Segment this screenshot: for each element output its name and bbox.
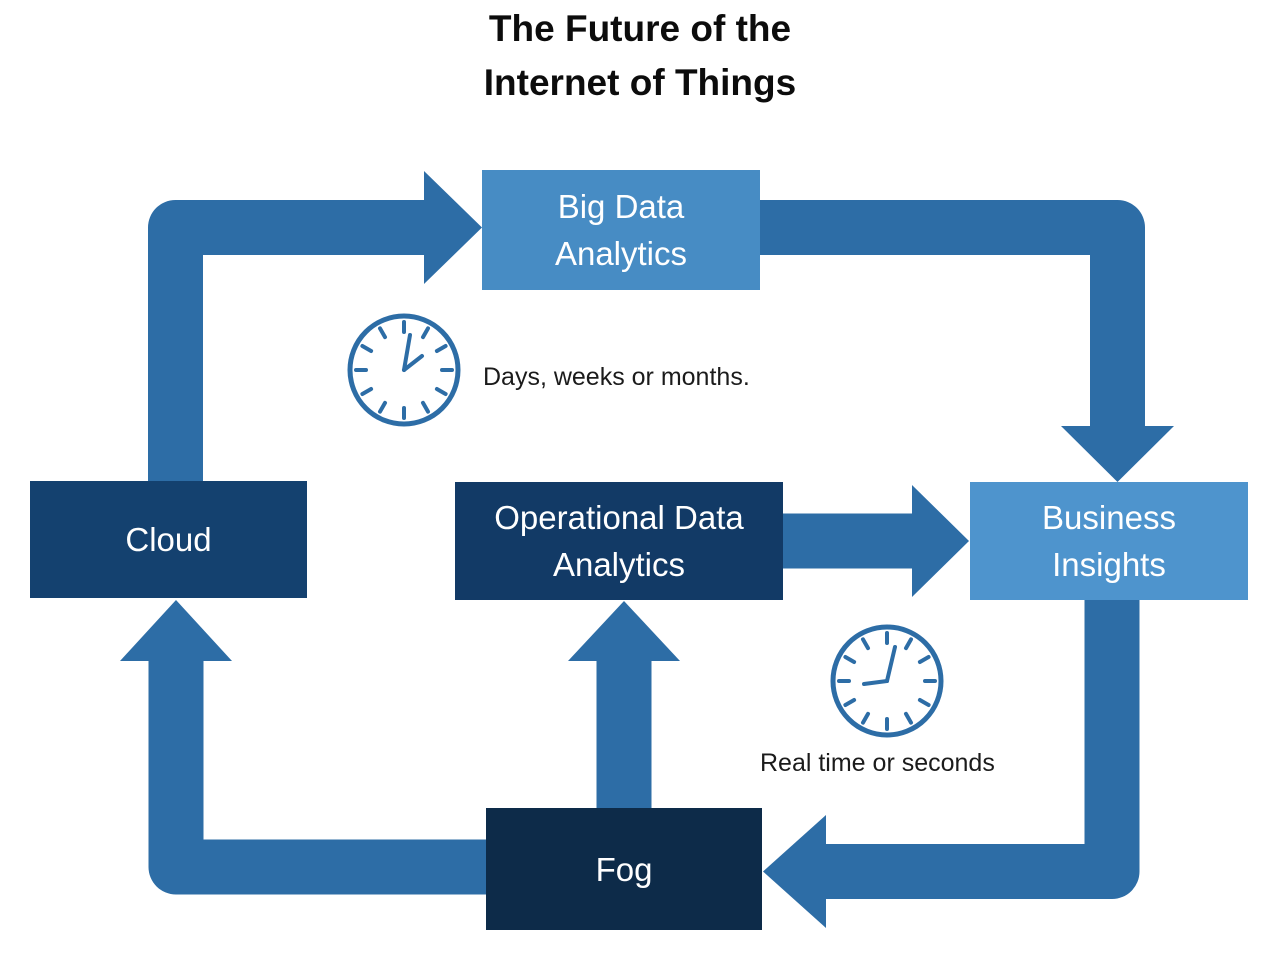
node-operational-data-analytics: Operational Data Analytics — [455, 482, 783, 600]
arrowhead-into-oda — [568, 601, 680, 661]
node-cloud: Cloud — [30, 481, 307, 598]
page-title: The Future of the Internet of Things — [0, 2, 1280, 110]
clock-icon — [830, 624, 944, 738]
page-title-line1: The Future of the — [488, 8, 792, 49]
arrow-business-to-fog — [825, 595, 1140, 899]
arrowhead-into-business-top — [1061, 426, 1174, 482]
caption-days-weeks-months: Days, weeks or months. — [483, 363, 750, 391]
arrow-cloud-to-bigdata — [148, 200, 424, 500]
node-oda-line2: Analytics — [552, 546, 686, 583]
arrowhead-into-bigdata — [424, 171, 482, 284]
node-oda-line1: Operational Data — [494, 499, 744, 536]
node-business-line2: Insights — [1052, 546, 1166, 583]
arrowhead-into-cloud — [120, 600, 232, 661]
node-business-insights: Business Insights — [970, 482, 1248, 600]
arrowhead-into-fog — [763, 815, 826, 928]
node-big-data-analytics: Big Data Analytics — [482, 170, 760, 290]
node-big-data-analytics-line2: Analytics — [554, 235, 688, 272]
node-fog: Fog — [486, 808, 762, 930]
clock-icon — [347, 313, 461, 427]
node-business-line1: Business — [1042, 499, 1176, 536]
arrowhead-into-business-left — [912, 485, 969, 597]
page-title-line2: Internet of Things — [483, 62, 797, 103]
node-cloud-label: Cloud — [125, 521, 212, 558]
caption-real-time-seconds: Real time or seconds — [760, 749, 995, 777]
node-big-data-analytics-line1: Big Data — [557, 188, 685, 225]
arrow-bigdata-to-business — [750, 200, 1145, 427]
arrow-fog-to-cloud — [148, 660, 500, 895]
node-fog-label: Fog — [595, 850, 653, 888]
